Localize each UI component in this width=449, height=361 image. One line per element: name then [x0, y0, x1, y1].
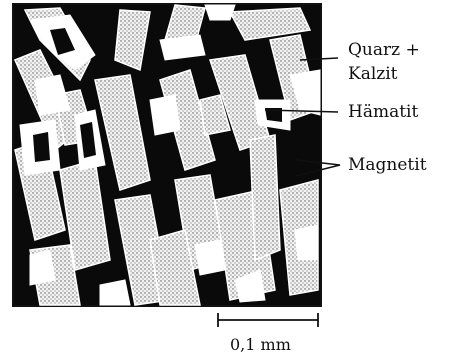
- label-quarz-kalzit-line2: Kalzit: [348, 64, 398, 84]
- label-quarz-kalzit-line1: Quarz +: [348, 40, 420, 60]
- scale-bar: [218, 313, 318, 327]
- label-haematit: Hämatit: [348, 102, 418, 122]
- label-magnetit: Magnetit: [348, 155, 427, 175]
- scale-bar-label: 0,1 mm: [230, 335, 291, 354]
